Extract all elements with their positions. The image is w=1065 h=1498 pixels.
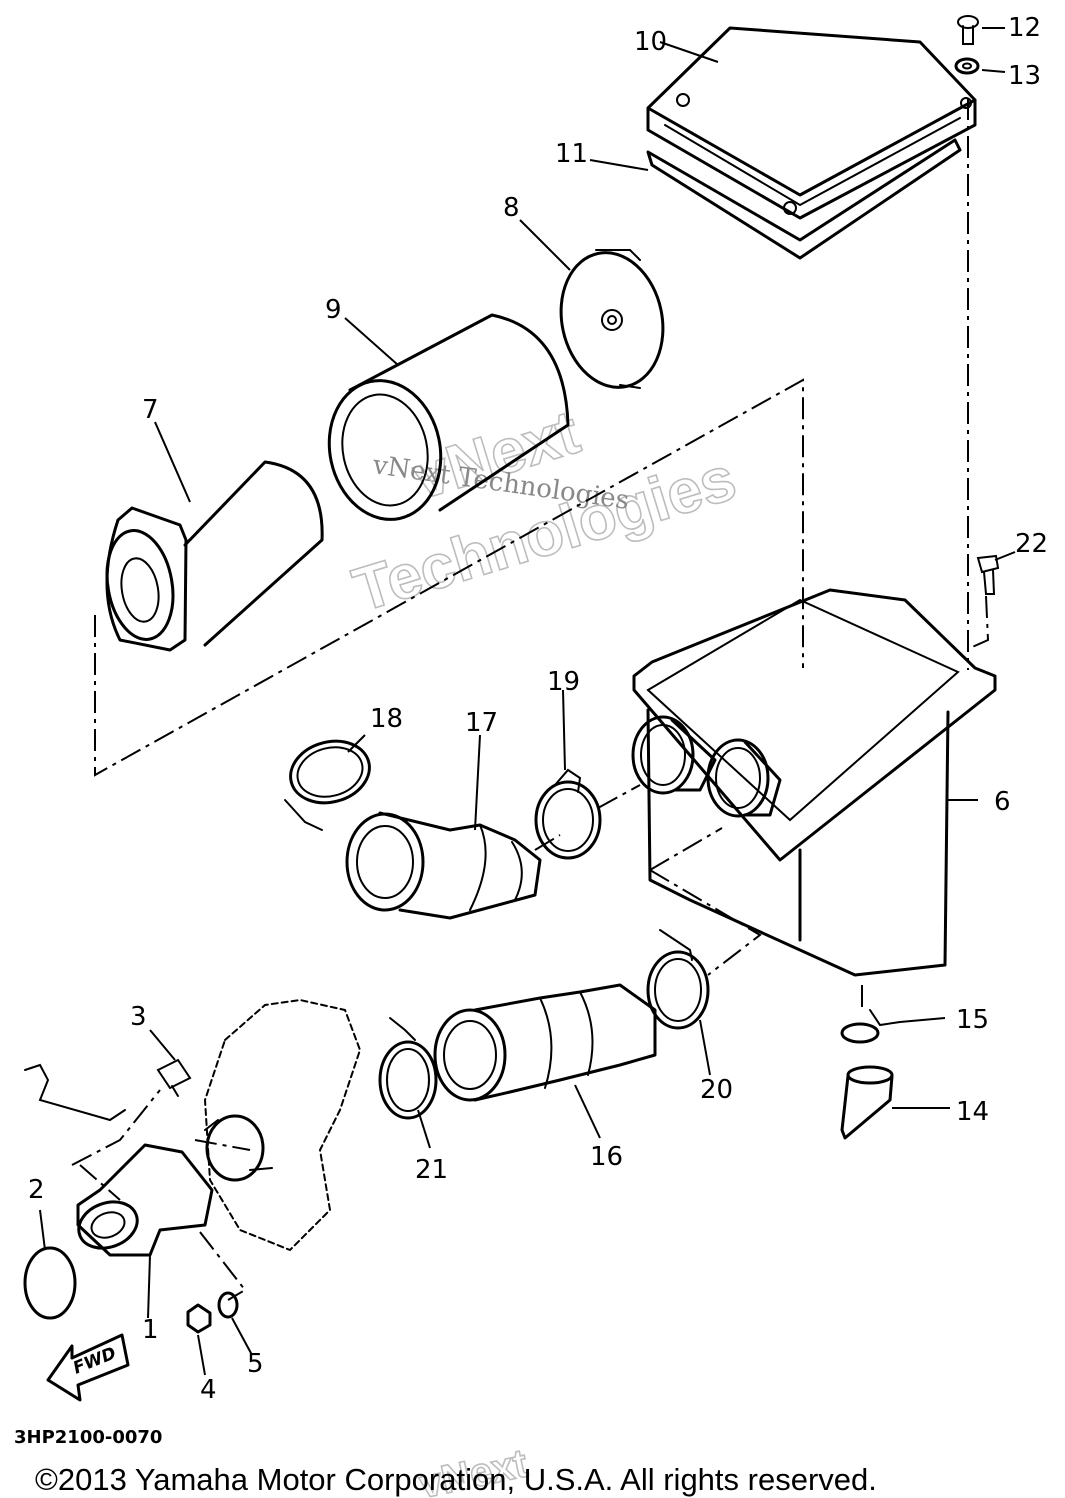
label-part-6: 6 bbox=[994, 787, 1011, 817]
label-part-11: 11 bbox=[555, 139, 588, 169]
label-part-13: 13 bbox=[1008, 61, 1041, 91]
cover-gasket bbox=[646, 138, 962, 260]
label-part-1: 1 bbox=[142, 1315, 159, 1345]
leader-lines bbox=[39, 27, 1016, 1376]
label-part-18: 18 bbox=[370, 704, 403, 734]
label-part-14: 14 bbox=[956, 1097, 989, 1127]
label-part-2: 2 bbox=[28, 1175, 45, 1205]
drain-clip bbox=[840, 1009, 901, 1044]
label-part-22: 22 bbox=[1015, 529, 1048, 559]
label-part-15: 15 bbox=[956, 1005, 989, 1035]
label-part-10: 10 bbox=[634, 27, 667, 57]
label-part-4: 4 bbox=[200, 1375, 217, 1405]
airbox bbox=[631, 588, 997, 977]
inner-filter-element bbox=[105, 460, 324, 652]
label-part-5: 5 bbox=[247, 1349, 264, 1379]
drawing-code: 3HP2100-0070 bbox=[14, 1427, 162, 1448]
o-ring bbox=[23, 1246, 77, 1320]
elbow-hose bbox=[345, 811, 542, 920]
airbox-cover bbox=[646, 26, 977, 220]
label-part-20: 20 bbox=[700, 1075, 733, 1105]
copyright-notice: ©2013 Yamaha Motor Corporation, U.S.A. A… bbox=[35, 1462, 877, 1497]
airbox-bolt bbox=[976, 554, 1000, 595]
clamp-21 bbox=[378, 1017, 438, 1120]
nut bbox=[186, 1303, 212, 1334]
label-part-21: 21 bbox=[415, 1155, 448, 1185]
clamp-18 bbox=[284, 739, 371, 831]
clamp-20 bbox=[646, 929, 710, 1030]
breather-tube bbox=[24, 1063, 126, 1122]
carburetor-joint bbox=[76, 1143, 214, 1257]
part-number-labels: 10 11 12 13 8 9 7 22 6 18 17 19 15 20 14… bbox=[28, 13, 1048, 1405]
cover-washer bbox=[954, 57, 980, 75]
clamp-19 bbox=[534, 768, 602, 860]
label-part-7: 7 bbox=[142, 395, 159, 425]
engine-outline bbox=[203, 998, 362, 1252]
label-part-19: 19 bbox=[547, 667, 580, 697]
label-part-17: 17 bbox=[465, 708, 498, 738]
label-part-3: 3 bbox=[130, 1002, 147, 1032]
filter-end-cap bbox=[559, 249, 665, 389]
label-part-16: 16 bbox=[590, 1142, 623, 1172]
outer-filter-element bbox=[327, 313, 570, 521]
drain-boot bbox=[840, 1065, 894, 1140]
fwd-arrow: FWD bbox=[46, 1333, 130, 1402]
label-part-8: 8 bbox=[503, 193, 520, 223]
label-part-12: 12 bbox=[1008, 13, 1041, 43]
bolt-3 bbox=[156, 1058, 192, 1097]
lock-washer bbox=[217, 1291, 239, 1319]
intake-hose bbox=[433, 983, 657, 1102]
label-part-9: 9 bbox=[325, 295, 342, 325]
cover-screw bbox=[957, 15, 979, 45]
